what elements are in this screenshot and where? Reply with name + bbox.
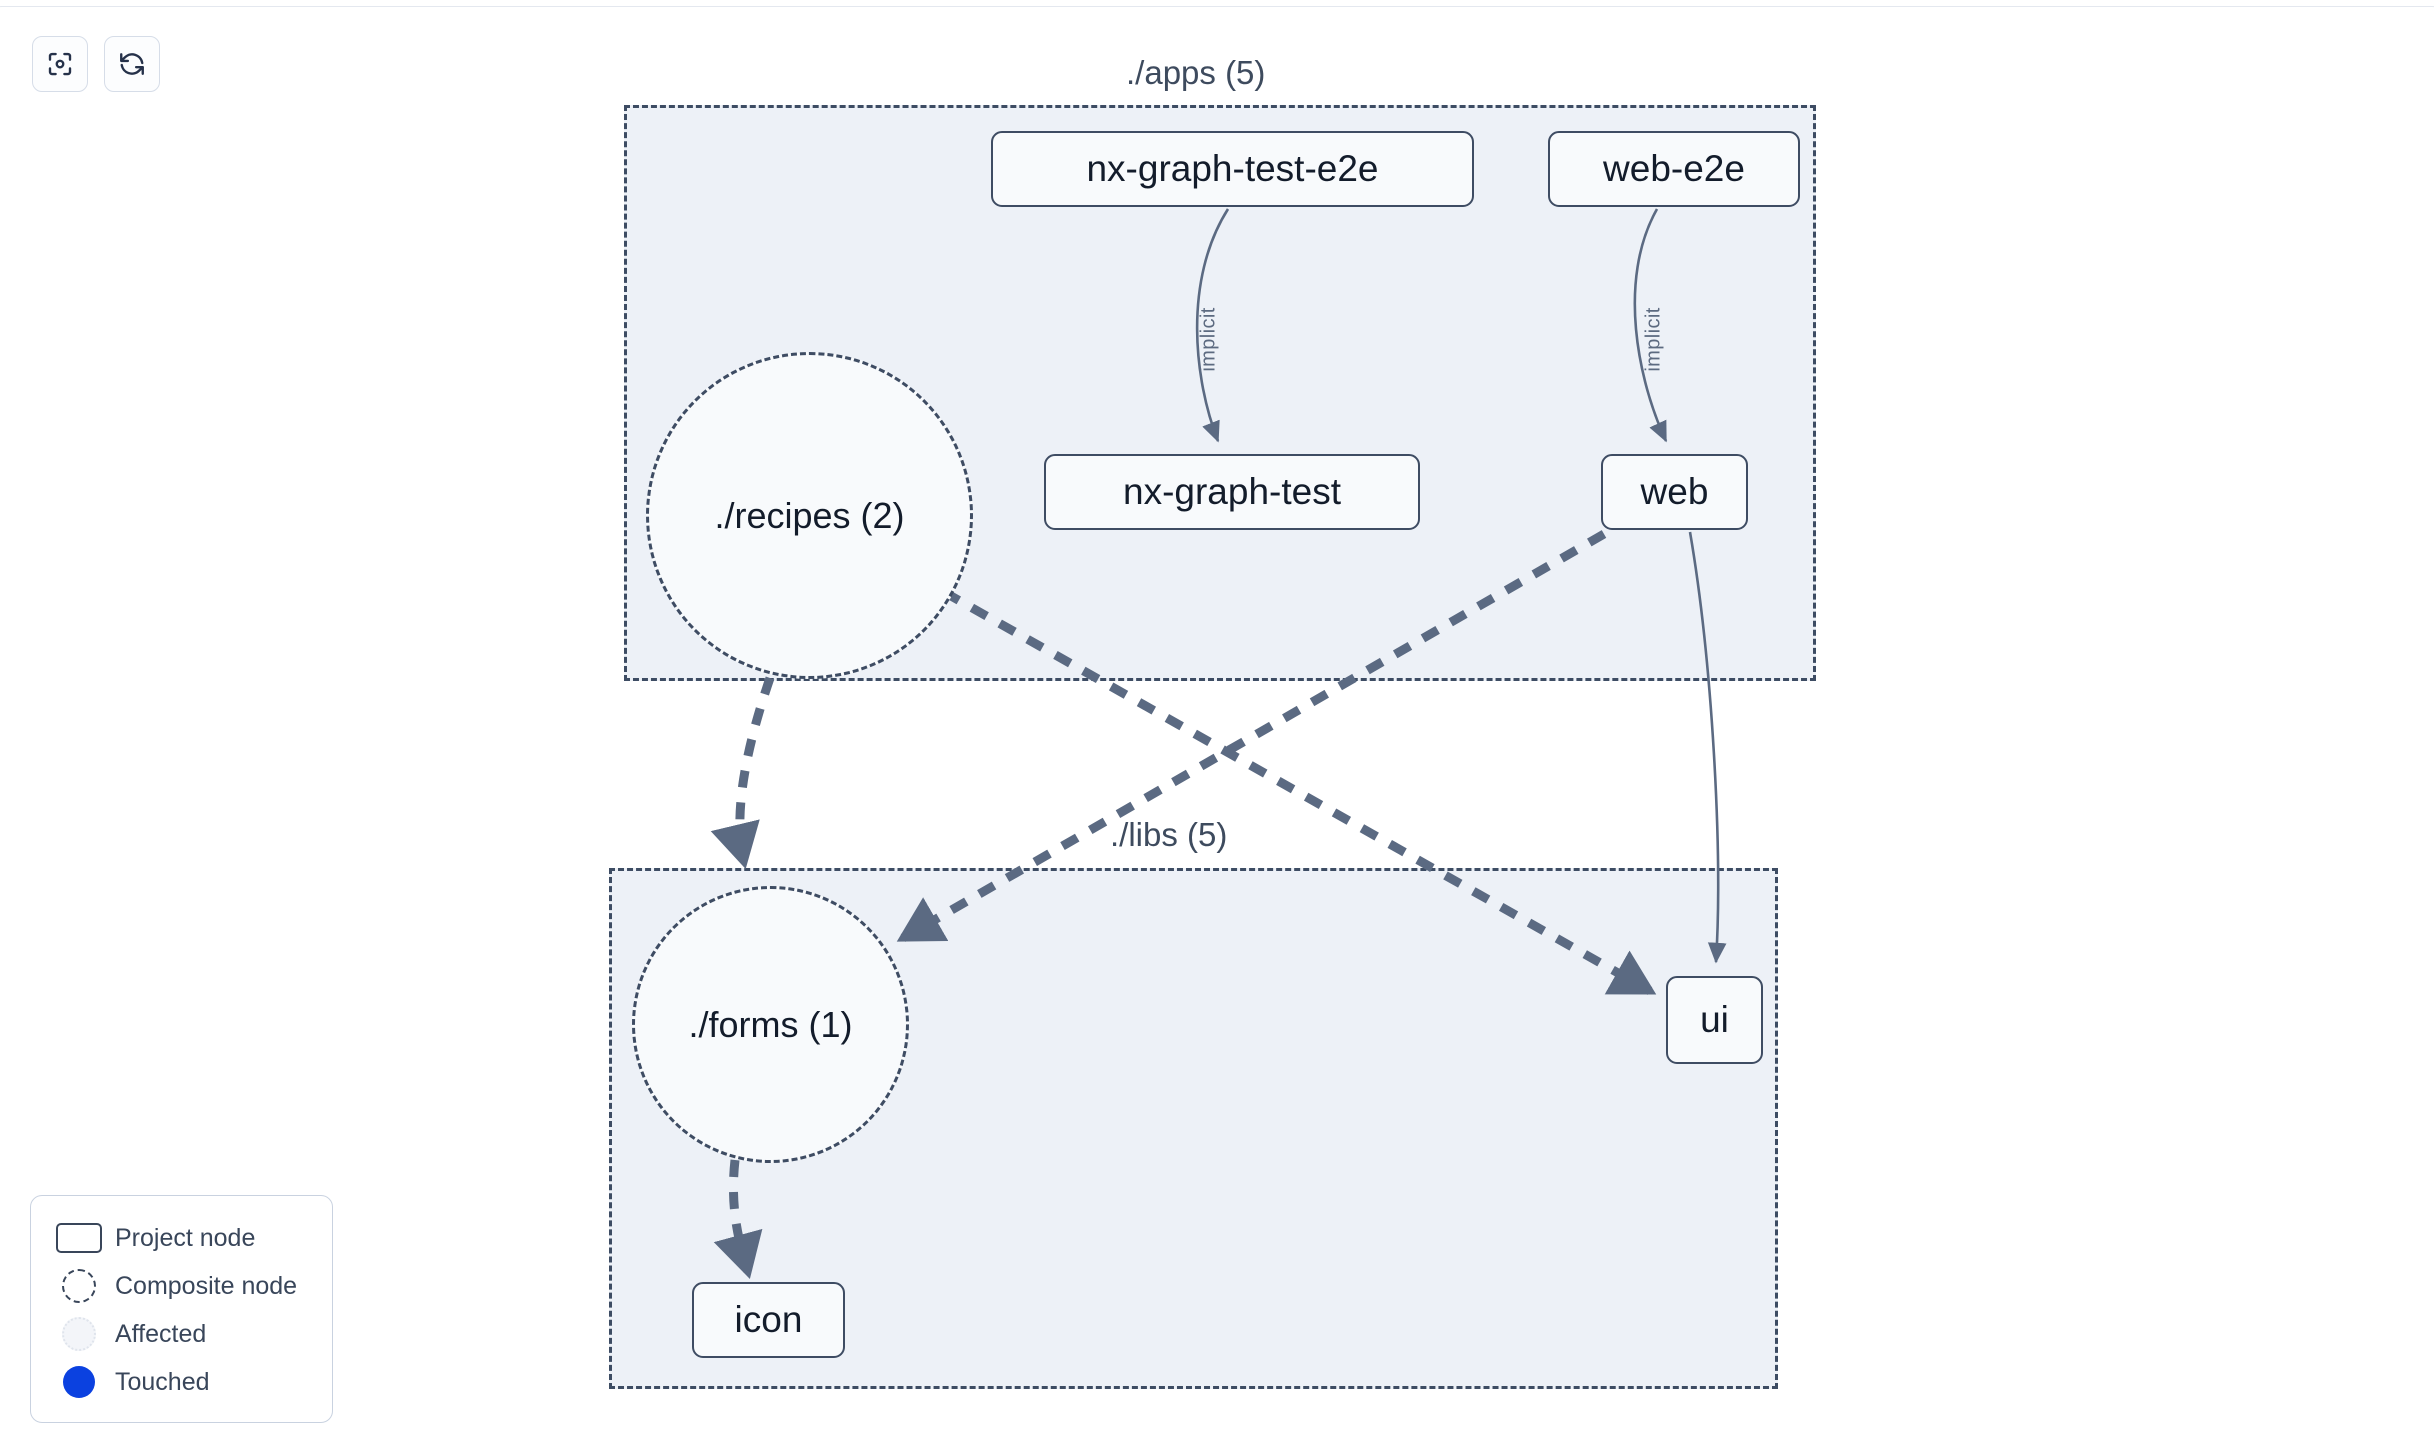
legend-label-affected: Affected <box>115 1319 207 1348</box>
legend-label-touched: Touched <box>115 1367 210 1396</box>
node-nx-graph-test[interactable]: nx-graph-test <box>1044 454 1420 530</box>
graph-toolbar <box>32 36 160 92</box>
edge-label-implicit-nx-graph-test: implicit <box>1197 307 1220 372</box>
node-nx-graph-test-e2e[interactable]: nx-graph-test-e2e <box>991 131 1474 207</box>
node-icon[interactable]: icon <box>692 1282 845 1358</box>
focus-target-icon <box>45 49 75 79</box>
rectangle-outline-icon <box>51 1223 107 1253</box>
focus-graph-button[interactable] <box>32 36 88 92</box>
legend-item-project-node: Project node <box>51 1214 312 1262</box>
node-recipes[interactable]: ./recipes (2) <box>646 352 973 679</box>
group-label-libs: ./libs (5) <box>1098 817 1240 853</box>
refresh-graph-button[interactable] <box>104 36 160 92</box>
refresh-icon <box>117 49 147 79</box>
node-forms[interactable]: ./forms (1) <box>632 886 909 1163</box>
node-web-e2e[interactable]: web-e2e <box>1548 131 1800 207</box>
edge-label-implicit-web: implicit <box>1642 307 1665 372</box>
graph-legend: Project node Composite node Affected Tou… <box>30 1195 333 1423</box>
edge-recipes-to-forms <box>710 676 775 870</box>
legend-item-touched: Touched <box>51 1358 312 1406</box>
legend-item-composite-node: Composite node <box>51 1262 312 1310</box>
dotted-circle-icon <box>51 1317 107 1351</box>
node-web[interactable]: web <box>1601 454 1748 530</box>
group-label-apps: ./apps (5) <box>1114 55 1278 91</box>
filled-circle-icon <box>51 1366 107 1398</box>
node-ui[interactable]: ui <box>1666 976 1763 1064</box>
legend-item-affected: Affected <box>51 1310 312 1358</box>
legend-label-composite-node: Composite node <box>115 1271 298 1300</box>
legend-label-project-node: Project node <box>115 1223 256 1252</box>
dashed-circle-icon <box>51 1269 107 1303</box>
